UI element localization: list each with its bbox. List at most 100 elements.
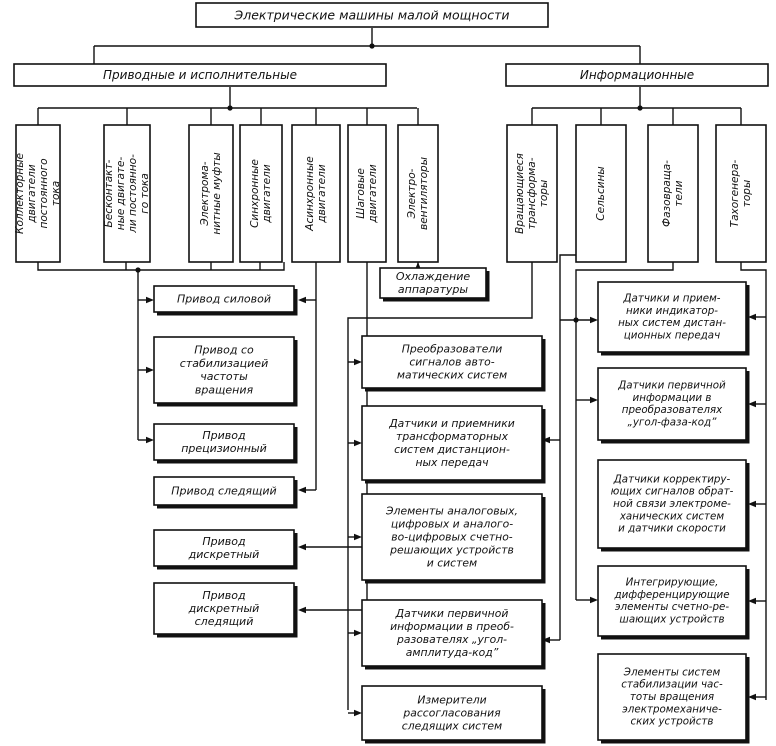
cooling-box-text: аппаратуры bbox=[398, 283, 468, 296]
drive-app-4: Привод следящий bbox=[153, 476, 298, 509]
signal-app-4-text: амплитуда-код” bbox=[406, 646, 499, 659]
info-app-3-text: и датчики скорости bbox=[618, 523, 726, 535]
info-app-2-text: информации в bbox=[633, 392, 712, 404]
info-app-4-text: Интегрирующие, bbox=[626, 576, 719, 588]
drive-type-3-text: Электрома- bbox=[199, 161, 211, 226]
drive-type-2-text: ли постоянно- bbox=[127, 154, 139, 234]
drive-type-5-text: двигатели bbox=[316, 164, 328, 224]
arrow-right-icon bbox=[590, 596, 598, 604]
category-info: Информационные bbox=[505, 63, 769, 87]
drive-app-6-text: Привод bbox=[202, 589, 245, 602]
info-app-5-text: стабилизации час- bbox=[621, 679, 723, 691]
info-app-2-text: „угол-фаза-код” bbox=[627, 417, 717, 429]
info-type-3: Фазовраща-тели bbox=[647, 124, 699, 263]
info-type-1-text: трансформа- bbox=[526, 157, 538, 229]
arrow-left-icon bbox=[748, 313, 756, 321]
drive-type-7: Электро-вентиляторы bbox=[397, 124, 439, 263]
drive-type-1-text: двигатели bbox=[26, 164, 38, 224]
drive-app-2-text: вращения bbox=[195, 383, 254, 396]
drive-app-3-text: прецизионный bbox=[181, 442, 267, 455]
signal-app-1-text: Преобразователи bbox=[402, 343, 503, 356]
info-app-3: Датчики корректиру-ющих сигналов обрат-н… bbox=[597, 459, 750, 552]
arrow-left-icon bbox=[298, 543, 306, 551]
category-drive-text: Приводные и исполнительные bbox=[103, 68, 297, 82]
drive-type-1-text: тока bbox=[50, 181, 62, 206]
info-app-4-text: дифференцирующие bbox=[613, 589, 729, 601]
drive-type-2-text: го тока bbox=[139, 173, 151, 214]
drive-type-3-text: нитные муфты bbox=[211, 152, 223, 234]
arrow-left-icon bbox=[748, 500, 756, 508]
arrow-right-icon bbox=[354, 358, 362, 366]
arrow-left-icon bbox=[542, 636, 550, 644]
drive-type-6-text: Шаговые bbox=[355, 168, 367, 219]
signal-app-3: Элементы аналоговых,цифровых и аналого-в… bbox=[361, 493, 546, 584]
info-app-3-text: ной связи электроме- bbox=[613, 498, 731, 510]
drive-type-2-text: ные двигате- bbox=[115, 157, 127, 231]
info-app-3-text: ющих сигналов обрат- bbox=[611, 486, 734, 498]
info-app-5-text: Элементы систем bbox=[623, 666, 721, 678]
signal-app-5-text: Измерители bbox=[417, 694, 486, 707]
drive-type-4-text: двигатели bbox=[261, 164, 273, 224]
info-app-2-text: Датчики первичной bbox=[617, 379, 726, 391]
arrow-right-icon bbox=[354, 709, 362, 717]
arrow-right-icon bbox=[354, 629, 362, 637]
cooling-box-text: Охлаждение bbox=[396, 270, 471, 283]
info-app-1: Датчики и прием-ники индикатор-ных систе… bbox=[597, 281, 750, 356]
info-type-2-text: Сельсины bbox=[595, 166, 607, 220]
arrow-left-icon bbox=[298, 486, 306, 494]
drive-type-6-text: двигатели bbox=[367, 164, 379, 224]
signal-app-2-text: систем дистанцион- bbox=[394, 443, 510, 456]
signal-app-5-text: следящих систем bbox=[402, 719, 502, 732]
info-app-3-text: ханических систем bbox=[619, 510, 725, 522]
info-app-4-text: элементы счетно-ре- bbox=[615, 601, 730, 613]
info-app-3-text: Датчики корректиру- bbox=[613, 473, 731, 485]
arrow-left-icon bbox=[748, 400, 756, 408]
info-type-2: Сельсины bbox=[575, 124, 627, 263]
info-app-5-text: тоты вращения bbox=[630, 691, 714, 703]
drive-app-6-text: дискретный bbox=[188, 602, 260, 615]
drive-app-6-text: следящий bbox=[195, 615, 254, 628]
drive-app-2-text: Привод со bbox=[194, 344, 254, 357]
diagram-nodes: Электрические машины малой мощностиПриво… bbox=[13, 2, 769, 744]
info-type-1-text: торы bbox=[538, 180, 550, 208]
category-info-text: Информационные bbox=[580, 68, 694, 82]
signal-app-2-text: Датчики и приемники bbox=[388, 417, 515, 430]
arrow-right-icon bbox=[354, 439, 362, 447]
signal-app-3-text: решающих устройств bbox=[389, 543, 514, 556]
info-app-1-text: ционных передач bbox=[624, 330, 720, 342]
signal-app-2: Датчики и приемникитрансформаторныхсисте… bbox=[361, 405, 546, 484]
drive-app-1-text: Привод силовой bbox=[177, 293, 271, 306]
info-app-1-text: ных систем дистан- bbox=[618, 317, 726, 329]
drive-type-7-text: Электро- bbox=[406, 168, 418, 219]
arrow-left-icon bbox=[748, 693, 756, 701]
signal-app-4-text: разователях „угол- bbox=[396, 633, 507, 646]
arrow-right-icon bbox=[146, 366, 154, 374]
signal-app-3-text: цифровых и аналого- bbox=[391, 518, 513, 531]
arrow-right-icon bbox=[146, 296, 154, 304]
info-type-4-text: Тахогенера- bbox=[729, 159, 741, 227]
arrow-left-icon bbox=[298, 606, 306, 614]
info-type-4-text: торы bbox=[741, 180, 753, 208]
info-app-2-text: преобразователях bbox=[622, 404, 723, 416]
drive-type-1-text: постоянного bbox=[38, 158, 50, 228]
drive-type-3: Электрома-нитные муфты bbox=[188, 124, 234, 263]
drive-type-7-text: вентиляторы bbox=[418, 157, 430, 230]
arrow-left-icon bbox=[542, 436, 550, 444]
signal-app-4-text: информации в преоб- bbox=[390, 620, 514, 633]
info-type-3-text: Фазовраща- bbox=[661, 160, 673, 227]
diagram-title: Электрические машины малой мощности bbox=[195, 2, 549, 28]
info-type-4: Тахогенера-торы bbox=[715, 124, 767, 263]
